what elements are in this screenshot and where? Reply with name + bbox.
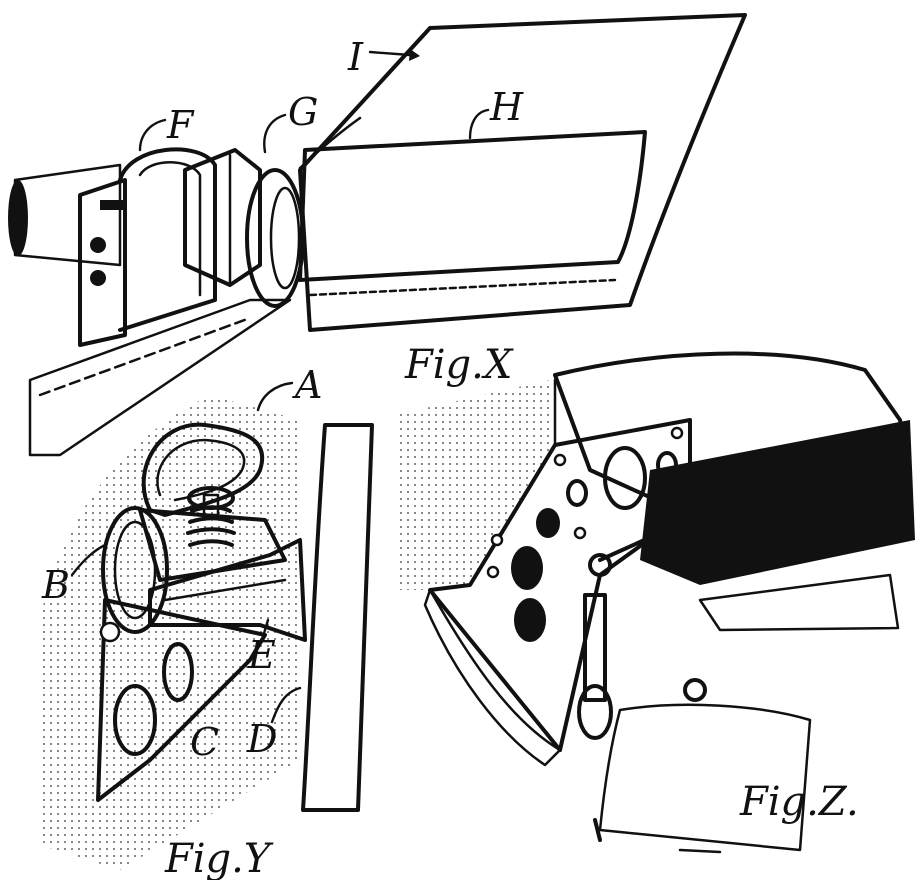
label-d: D [246, 717, 277, 761]
fig-z-lower-edge [423, 588, 562, 767]
label-h: H [489, 85, 524, 129]
fig-x-propeller-blade [298, 13, 747, 332]
fig-x-caption: Fig.X [404, 342, 514, 388]
fig-z-hinge-pin [583, 593, 607, 702]
fig-y-clamp-ring [101, 506, 169, 634]
fig-y-callouts: A B C D E Fig.Y [41, 363, 322, 880]
fig-z-fabric-strip [698, 573, 900, 632]
label-c: C [190, 720, 219, 764]
label-f: F [166, 103, 195, 147]
figure-z [395, 351, 915, 854]
fig-y-spring [186, 505, 236, 547]
fig-z-fitting-plate [428, 418, 692, 752]
fig-x-knurled-collar [245, 168, 305, 308]
fig-y-ribbed-blade [301, 423, 374, 812]
fig-x-shaft [13, 163, 122, 267]
fig-z-dark-recess [640, 420, 915, 585]
fig-z-turnbuckle [598, 443, 882, 562]
fig-z-caption: Fig.Z. [739, 779, 859, 825]
fig-z-dotted-wall [395, 380, 555, 590]
fig-y-background-plate [40, 395, 300, 870]
label-i: I [347, 35, 364, 79]
fig-x-fabric-cover [298, 130, 647, 282]
figure-x [8, 13, 747, 457]
figure-y [40, 395, 374, 870]
fig-z-wood-beam [553, 351, 912, 522]
fig-x-bearing-bracket [78, 178, 127, 347]
fig-y-clamp-body [138, 508, 287, 582]
fig-x-base-plate [28, 298, 292, 457]
label-a: A [292, 363, 322, 407]
fig-y-bracket-plate [96, 598, 267, 802]
fig-z-lower-blade [598, 703, 812, 852]
label-b: B [41, 563, 70, 607]
fig-y-caption: Fig.Y [164, 836, 274, 880]
fig-x-coupling-nut [183, 148, 262, 287]
label-g: G [288, 90, 318, 134]
fig-x-callouts: F G H I Fig.X [138, 35, 524, 388]
fig-y-lifting-ring [141, 422, 264, 517]
